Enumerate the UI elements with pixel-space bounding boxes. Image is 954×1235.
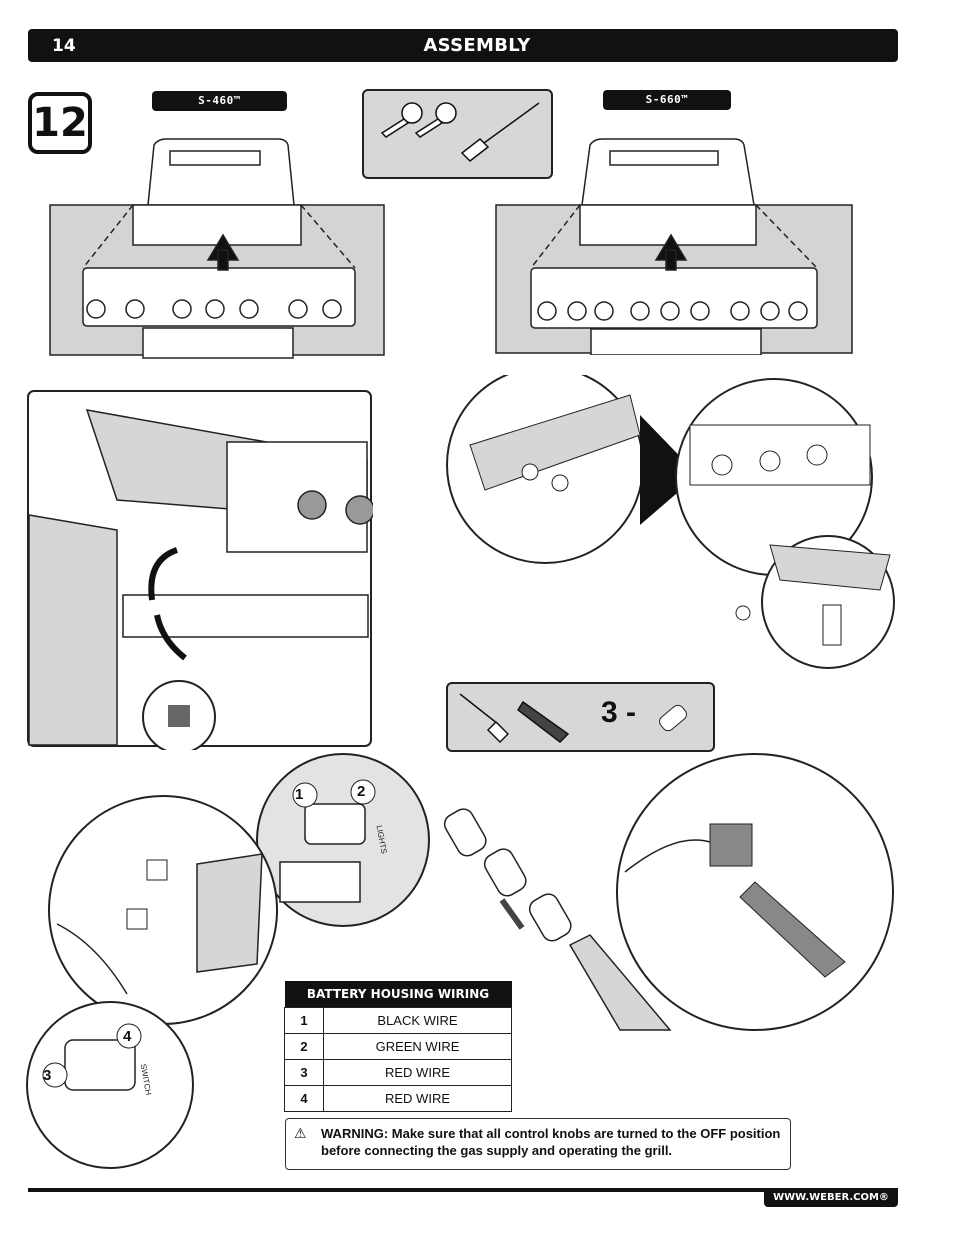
warning-text: WARNING: Make sure that all control knob… — [321, 1126, 781, 1158]
battery-icon — [659, 704, 687, 732]
model-tag-s460: S-460™ — [152, 91, 287, 111]
control-panel-removal-detail — [446, 375, 895, 669]
table-row: 4 RED WIRE — [284, 1085, 512, 1112]
lights-connector-detail — [256, 753, 430, 927]
website-link[interactable]: WWW.WEBER.COM® — [764, 1188, 898, 1207]
footer-line — [28, 1188, 898, 1192]
header-bar — [28, 29, 898, 62]
screws-screwdriver-icon — [380, 102, 540, 162]
switch-connector-detail — [26, 1001, 194, 1169]
wire-number: 4 — [284, 1085, 324, 1112]
battery-insertion-illustration — [443, 808, 672, 1031]
battery-tube-install-detail — [616, 753, 894, 1031]
connector-label-1: 1 — [295, 786, 304, 803]
warning-box: ⚠ WARNING: Make sure that all control kn… — [285, 1118, 791, 1170]
table-row: 2 GREEN WIRE — [284, 1033, 512, 1060]
wire-color: GREEN WIRE — [323, 1033, 512, 1060]
connector-label-3: 3 — [43, 1067, 52, 1084]
battery-housing-wiring-table: BATTERY HOUSING WIRING 1 BLACK WIRE 2 GR… — [284, 981, 512, 1112]
wire-color: RED WIRE — [323, 1059, 512, 1086]
wire-number: 3 — [284, 1059, 324, 1086]
screwdriver-battery-tube-icon — [459, 693, 570, 744]
table-row: 3 RED WIRE — [284, 1059, 512, 1086]
warning-triangle-icon: ⚠ — [294, 1125, 307, 1141]
wiring-table-title: BATTERY HOUSING WIRING — [284, 981, 512, 1008]
wiring-detail-illustration — [27, 390, 373, 750]
connector-label-4: 4 — [123, 1028, 132, 1045]
wire-color: BLACK WIRE — [323, 1007, 512, 1034]
tools-panel-screws — [362, 89, 553, 179]
wire-color: RED WIRE — [323, 1085, 512, 1112]
battery-housing-hand-detail — [48, 795, 278, 1025]
step-number: 12 — [28, 92, 92, 154]
connector-label-2: 2 — [357, 783, 366, 800]
table-row: 1 BLACK WIRE — [284, 1007, 512, 1034]
wire-number: 1 — [284, 1007, 324, 1034]
grill-illustration-s460 — [49, 138, 385, 359]
page-title: ASSEMBLY — [423, 35, 531, 56]
page-number: 14 — [52, 36, 76, 56]
model-tag-s660: S-660™ — [603, 90, 731, 110]
wire-number: 2 — [284, 1033, 324, 1060]
battery-count: 3 - — [601, 696, 637, 729]
tools-panel-battery: 3 - — [446, 682, 715, 752]
grill-illustration-s660 — [495, 138, 853, 355]
